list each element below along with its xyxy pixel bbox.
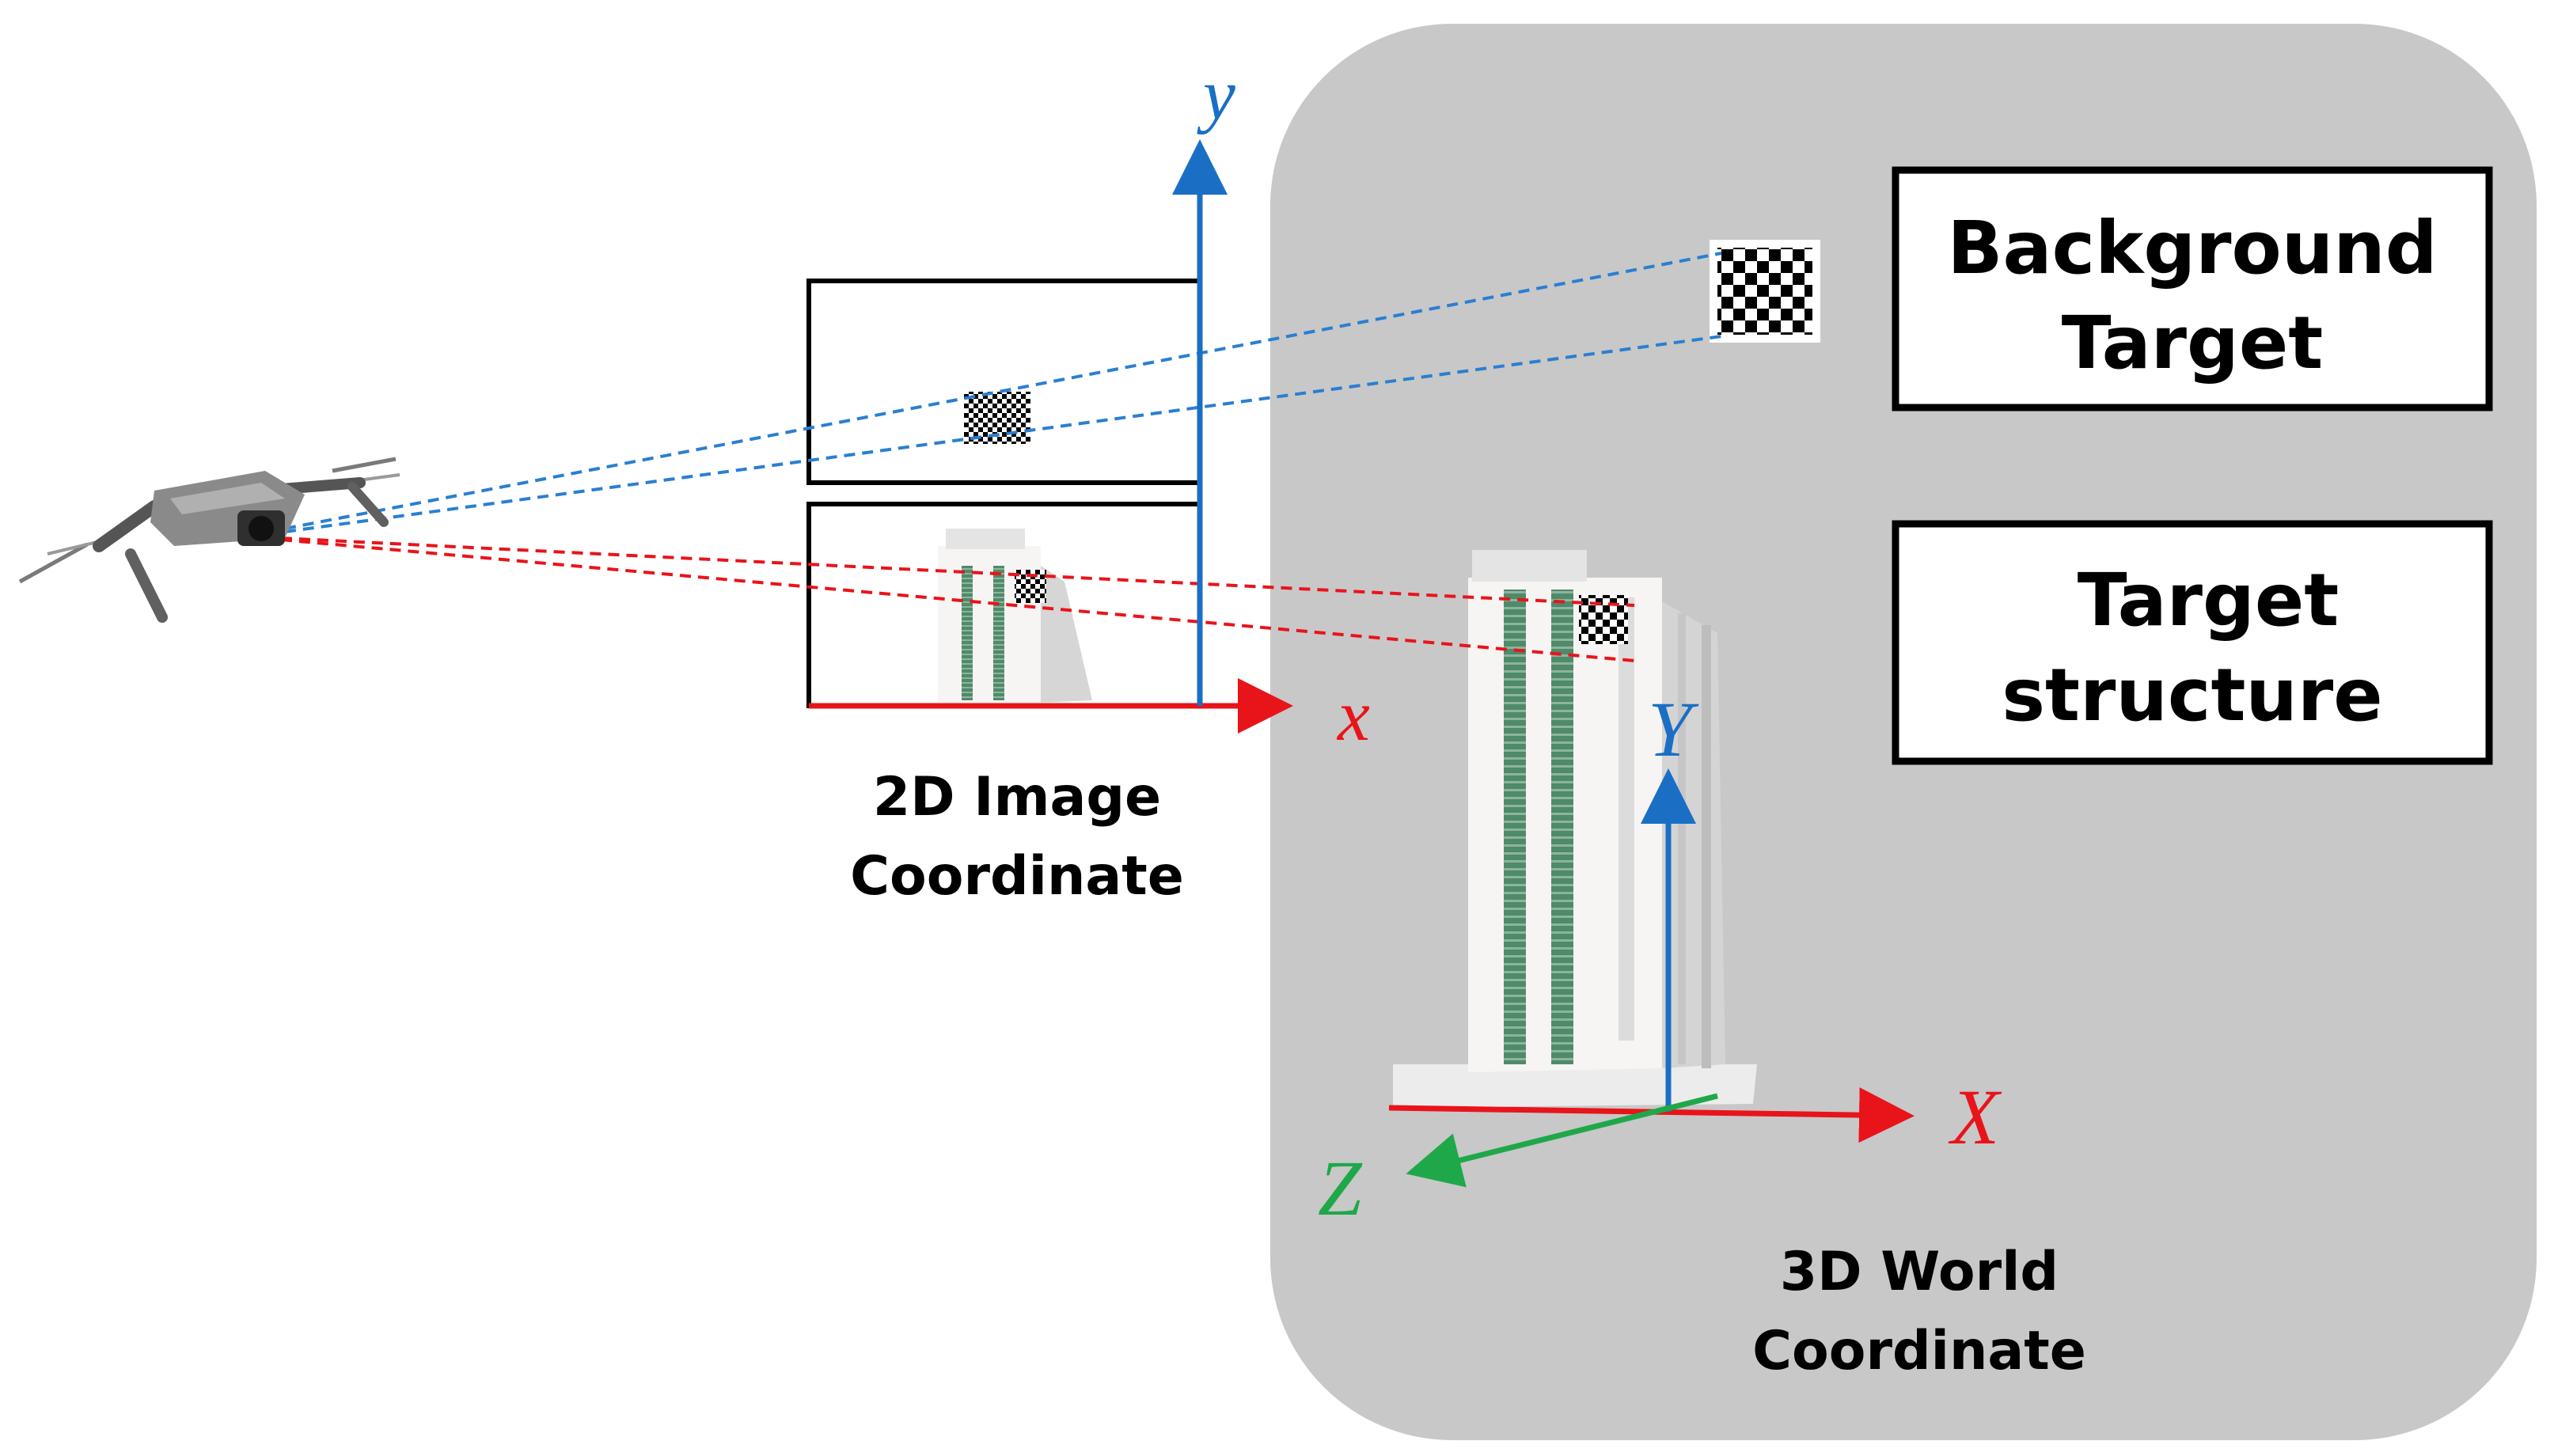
- background-target-label-line2: Target: [2062, 301, 2324, 385]
- target-structure-building: [1393, 550, 1757, 1108]
- target-structure-label-line2: structure: [2002, 653, 2382, 737]
- background-target-checkerboard: [1710, 240, 1820, 343]
- world-x-axis-label: X: [1948, 1073, 2002, 1161]
- background-target-box: Background Target: [1892, 166, 2493, 411]
- target-structure-box: Target structure: [1892, 520, 2493, 765]
- world-y-axis-label: Y: [1648, 685, 1699, 773]
- target-structure-rays: [280, 537, 1635, 662]
- drone-icon: [18, 457, 400, 623]
- image-coordinate-caption-line1: 2D Image: [873, 766, 1161, 828]
- background-target-rays: [284, 252, 1722, 533]
- world-coordinate-caption-line1: 3D World: [1780, 1241, 2059, 1303]
- world-coordinate-caption-line2: Coordinate: [1752, 1320, 2086, 1382]
- target-structure-label-line1: Target: [2078, 558, 2340, 643]
- background-target-label-line1: Background: [1947, 206, 2437, 290]
- image-coordinate-caption-line2: Coordinate: [850, 845, 1184, 908]
- image-x-axis-label: x: [1336, 675, 1370, 756]
- world-z-axis: [1406, 1093, 1718, 1188]
- image-frame-bottom: [806, 502, 1202, 708]
- world-z-axis-label: Z: [1318, 1144, 1363, 1232]
- image-y-axis-label: y: [1197, 54, 1235, 135]
